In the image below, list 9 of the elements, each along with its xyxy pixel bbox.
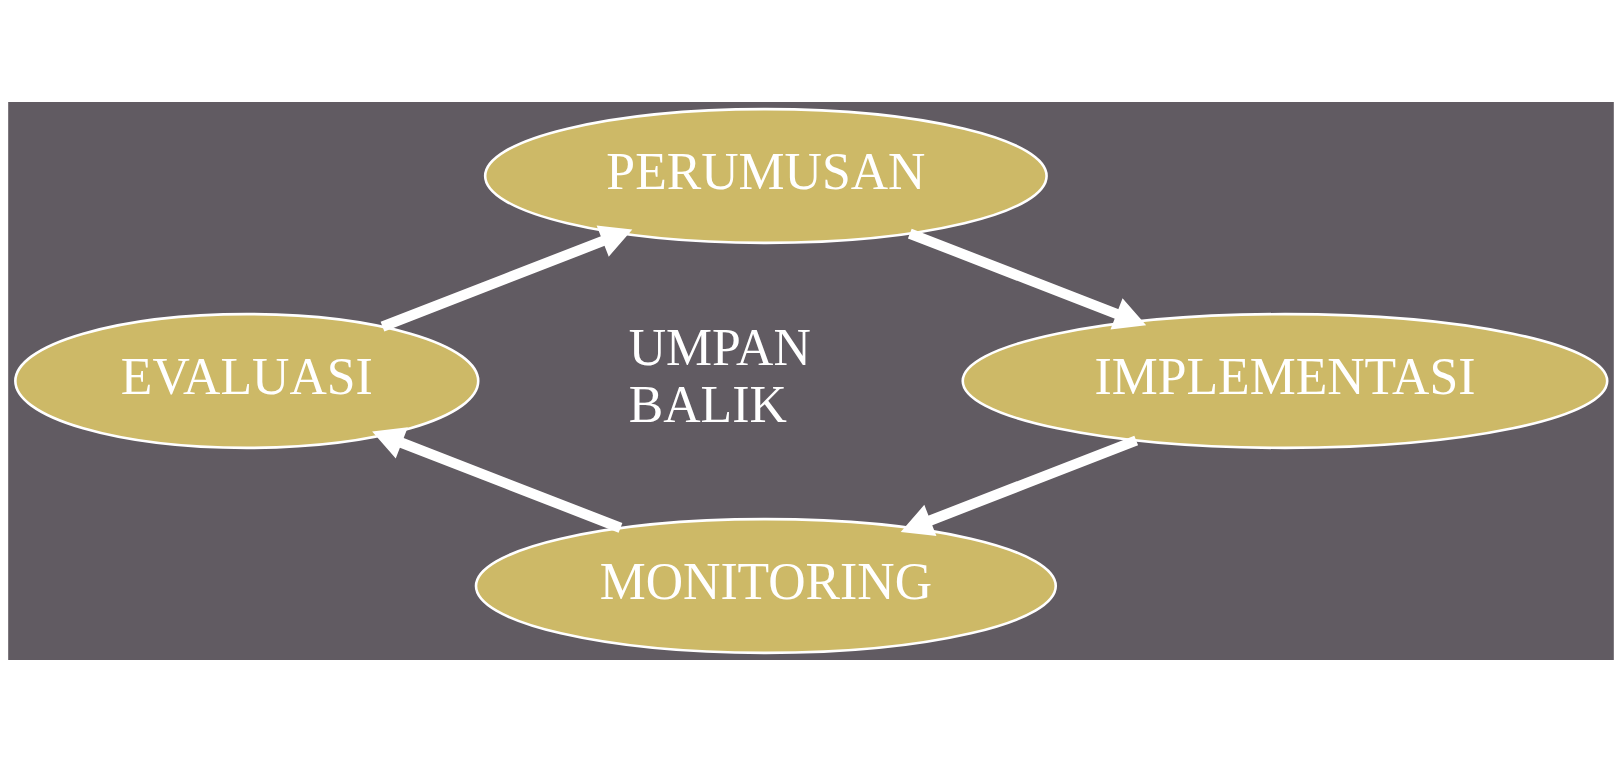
label: UMPAN BALIK: [628, 318, 811, 433]
arrow: [372, 426, 623, 533]
node-ellipse: PERUMUSAN: [483, 107, 1048, 244]
node-ellipse: MONITORING: [474, 517, 1058, 654]
arrow: [380, 225, 633, 331]
arrow: [900, 435, 1139, 536]
node-ellipse: IMPLEMENTASI: [961, 312, 1609, 449]
arrow: [907, 228, 1147, 329]
node-ellipse: EVALUASI: [14, 312, 480, 449]
